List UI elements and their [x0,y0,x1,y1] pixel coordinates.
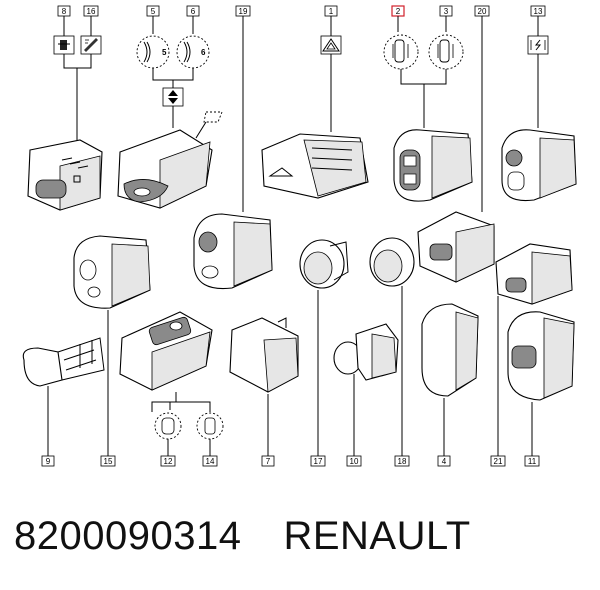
callout-label: 3 [444,7,449,16]
callout-2: 2 [391,5,405,17]
callout-20: 20 [474,5,490,17]
hazard-switch-part [261,133,369,199]
leader-line [63,54,92,148]
mirror-adjust-icon [80,16,102,55]
callout-7: 7 [261,455,275,467]
defrost-switch-part [501,129,577,202]
callout-12-icon [154,412,182,456]
callout-label: 12 [164,457,173,466]
parts-diagram: .ln { stroke: #000; stroke-width: 1; fil… [22,5,577,467]
console-switch-part [495,243,573,456]
callout-label: 15 [104,457,113,466]
callout-3-switch-icon [428,16,464,70]
switch-block-part [27,139,103,211]
callout-label: 18 [398,457,407,466]
part-number: 8200090314 [14,514,242,558]
round-cap-part [369,237,415,456]
switch-number: 5 [162,48,167,57]
part-number-caption: 8200090314 RENAULT [14,514,471,574]
callout-18: 18 [394,455,410,467]
leader-line [152,68,194,88]
callout-label: 14 [206,457,215,466]
callout-8: 8 [57,5,71,17]
hazard-warning-icon [320,16,342,132]
callout-label: 5 [151,7,156,16]
callout-15: 15 [100,455,116,467]
callout-label: 8 [62,7,67,16]
callout-label: 10 [350,457,359,466]
callout-label: 2 [396,7,401,16]
callout-5-switch-icon: 5 [136,16,170,69]
callout-label: 19 [239,7,248,16]
push-knob-part [333,323,399,456]
mounting-bracket-part [22,337,105,456]
brand-name: RENAULT [283,514,471,558]
oval-switch-part [193,213,273,290]
mirror-switch-part [73,235,151,456]
callout-2-switch-icon [383,16,419,70]
defrost-icon [527,16,549,128]
switch-number: 6 [201,48,206,57]
round-knob-part [299,239,349,456]
callout-label: 16 [87,7,96,16]
callout-17: 17 [310,455,326,467]
rocker-switch-part [117,111,223,209]
callout-label: 9 [46,457,51,466]
callout-6: 6 [186,5,200,17]
cap-switch-part [421,303,479,456]
callout-11: 11 [524,455,540,467]
callout-label: 7 [266,457,271,466]
callout-label: 11 [528,457,537,466]
callout-10: 10 [346,455,362,467]
up-down-arrows-icon [162,87,184,128]
callout-label: 13 [534,7,543,16]
window-switch-part [393,129,473,202]
leader-line [151,401,211,412]
callout-5: 5 [146,5,160,17]
callout-14: 14 [202,455,218,467]
callout-6-switch-icon: 6 [176,16,210,69]
callout-label: 6 [191,7,196,16]
callout-16: 16 [83,5,99,17]
callout-4: 4 [437,455,451,467]
callout-13: 13 [530,5,546,17]
callout-3: 3 [439,5,453,17]
callout-12: 12 [160,455,176,467]
callout-14-icon [196,412,224,456]
switch-cover-part [229,317,299,456]
callout-label: 17 [314,457,323,466]
callout-9: 9 [41,455,55,467]
callout-label: 20 [478,7,487,16]
callout-21: 21 [490,455,506,467]
callout-19: 19 [235,5,251,17]
seat-heat-icon [53,16,75,55]
callout-1: 1 [324,5,338,17]
flat-switch-block-part [119,311,213,402]
callout-label: 1 [329,7,334,16]
dual-switch-part [417,211,495,283]
callout-label: 4 [442,457,447,466]
callout-label: 21 [494,457,503,466]
leader-line [400,69,447,128]
seat-switch-part [507,311,575,456]
